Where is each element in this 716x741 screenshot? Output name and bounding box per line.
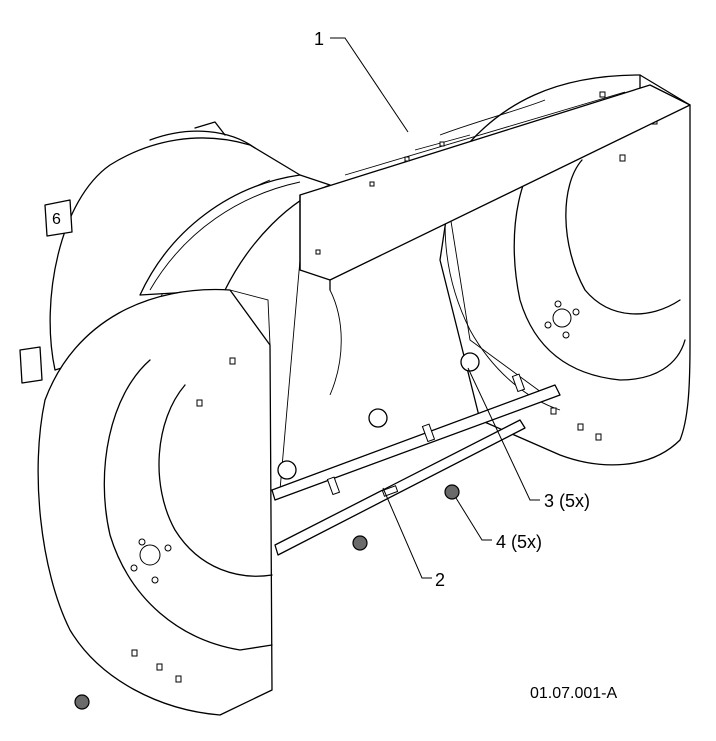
- callout-2: 2: [435, 570, 445, 590]
- callout-3: 3 (5x): [544, 491, 590, 511]
- callout-4: 4 (5x): [496, 532, 542, 552]
- callout-1: 1: [314, 29, 324, 49]
- nut-parts: [74, 484, 460, 710]
- scraper-bar: [271, 373, 561, 556]
- top-frame: [299, 84, 691, 291]
- nut-icon: [74, 694, 90, 710]
- left-side-plate: [37, 288, 273, 716]
- middle-drum: [139, 174, 342, 396]
- rear-tab: 6: [44, 199, 73, 237]
- stamp-mark-label: 6: [52, 211, 61, 228]
- leader-lines: [330, 37, 540, 579]
- nut-icon: [444, 484, 460, 500]
- nut-icon: [352, 535, 368, 551]
- drawing-reference: 01.07.001-A: [530, 685, 618, 702]
